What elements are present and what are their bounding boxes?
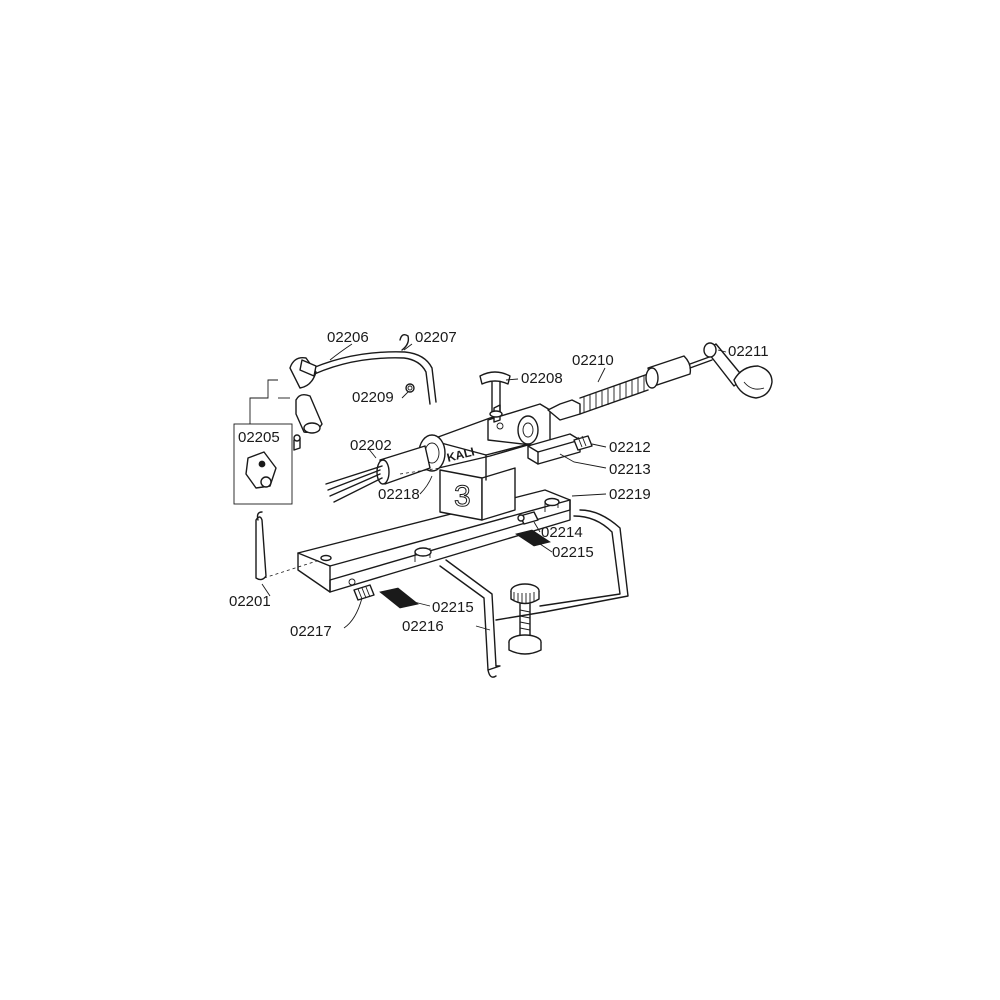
rubber-pads (379, 529, 551, 609)
pick-tool (255, 511, 321, 581)
crank-handle (703, 342, 773, 399)
callout-02217: 02217 (290, 623, 332, 640)
callout-02219: 02219 (609, 486, 651, 503)
leader-lines (261, 343, 727, 631)
t-bolt (479, 371, 511, 418)
callout-02218: 02218 (378, 486, 420, 503)
parts-box-02205 (233, 379, 301, 505)
cylinder-head (325, 434, 446, 503)
clamp-screw (508, 583, 542, 655)
callout-02211: 02211 (728, 343, 769, 360)
callout-02212: 02212 (609, 439, 651, 456)
callout-02215-upper: 02215 (552, 544, 594, 561)
side-bracket (527, 433, 593, 465)
callout-02202: 02202 (350, 437, 392, 454)
main-body: KALI 3 (429, 403, 551, 521)
callout-02206: 02206 (327, 329, 369, 346)
guide-line (399, 467, 441, 475)
callout-02209: 02209 (352, 389, 394, 406)
callout-02201: 02201 (229, 593, 271, 610)
frame-number: 3 (454, 480, 471, 513)
base-plate (297, 489, 571, 593)
threaded-studs (353, 511, 539, 601)
callout-02213: 02213 (609, 461, 651, 478)
brand-mark: KALI (445, 445, 476, 465)
callout-02214: 02214 (541, 524, 583, 541)
callout-02208: 02208 (521, 370, 563, 387)
feed-screw (547, 355, 713, 421)
callout-02207: 02207 (415, 329, 457, 346)
callout-02215-lower: 02215 (432, 599, 474, 616)
callout-02210: 02210 (572, 352, 614, 369)
callout-02205: 02205 (238, 429, 280, 446)
wire-bracket (289, 333, 437, 434)
callout-02216: 02216 (402, 618, 444, 635)
